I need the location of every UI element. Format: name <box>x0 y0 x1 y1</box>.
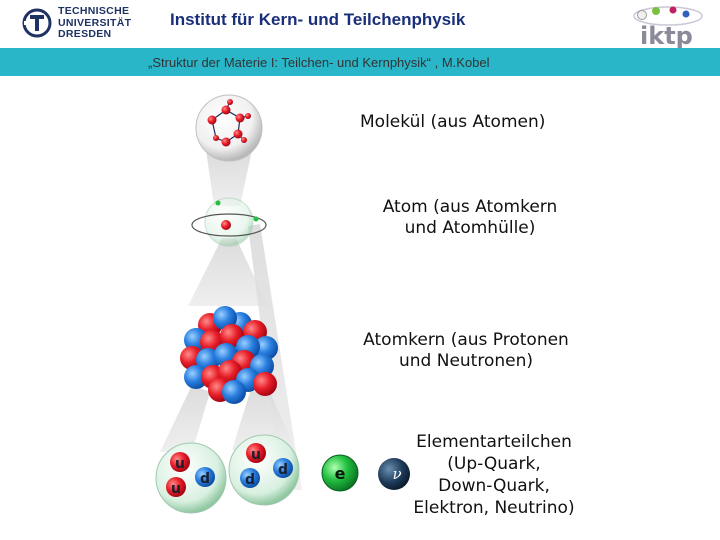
electron-dot <box>216 201 221 206</box>
atom <box>227 99 233 105</box>
quark-label: d <box>200 471 210 487</box>
quark-label: u <box>251 447 261 463</box>
atom <box>245 113 251 119</box>
atom-label-line: und Atomhülle) <box>372 218 568 239</box>
atom <box>222 106 231 115</box>
atom <box>213 135 219 141</box>
elementary-label-line: (Up-Quark, <box>396 453 592 475</box>
neutron-with-quarks: u d d <box>229 435 299 505</box>
molecule-label: Molekül (aus Atomen) <box>360 112 545 133</box>
electron-dot <box>254 217 259 222</box>
quark-label: d <box>245 472 255 488</box>
nucleus-label-line: und Neutronen) <box>346 351 586 372</box>
quark-label: u <box>175 456 185 472</box>
atomic-nucleus <box>221 220 231 230</box>
elementary-label-line: Elektron, Neutrino) <box>396 497 592 519</box>
molecule-sphere <box>196 95 262 161</box>
nucleus-label: Atomkern (aus Protonen und Neutronen) <box>346 330 586 372</box>
elementary-label-line: Elementarteilchen <box>396 431 592 453</box>
elementary-particles-label: Elementarteilchen (Up-Quark, Down-Quark,… <box>396 431 592 519</box>
atom <box>208 116 217 125</box>
electron-particle: e <box>322 455 358 491</box>
electron-label: e <box>335 464 346 483</box>
atom-label-line: Atom (aus Atomkern <box>372 197 568 218</box>
nucleus-label-line: Atomkern (aus Protonen <box>346 330 586 351</box>
proton-with-quarks: u d u <box>156 443 226 513</box>
quark-label: u <box>171 481 181 497</box>
quark-label: d <box>278 462 288 478</box>
atom <box>241 137 247 143</box>
atom <box>234 130 243 139</box>
elementary-label-line: Down-Quark, <box>396 475 592 497</box>
atom <box>222 138 231 147</box>
atom-label: Atom (aus Atomkern und Atomhülle) <box>372 197 568 239</box>
atom <box>236 114 245 123</box>
